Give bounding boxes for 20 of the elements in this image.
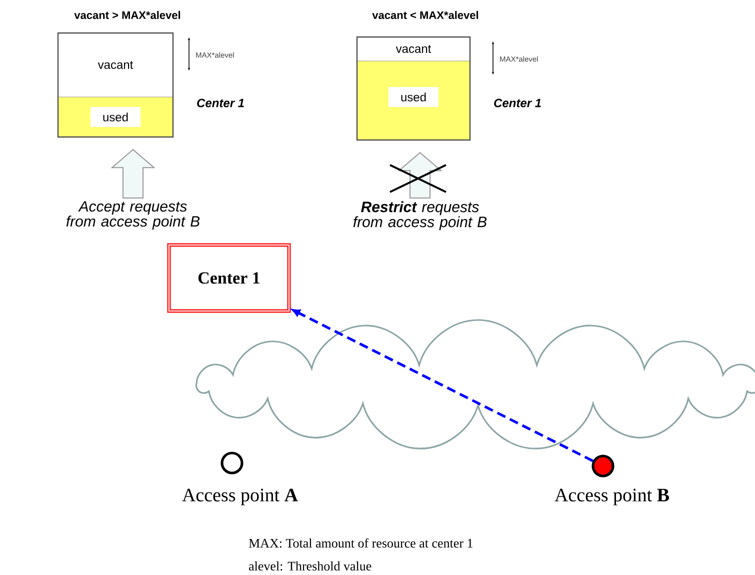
node-label: used [401,92,426,102]
access-point-label: Access point A [182,488,298,506]
box-caption: Center 1 [197,98,244,108]
block-arrow [398,152,442,198]
node-label: vacant [98,61,134,69]
request-note: Restrict requests from access point B [353,201,487,230]
definition-note: MAX: Total amount of resource at center 1 [248,538,472,548]
node-label: used [103,112,128,122]
block-arrow [110,148,156,198]
request-note: Accept requests from access point B [66,201,200,230]
condition-heading: vacant < MAX*alevel [372,10,478,20]
condition-heading: vacant > MAX*alevel [74,10,180,20]
access-point-label: Access point B [554,488,669,506]
resource-box: vacant used [356,36,471,141]
box-caption: Center 1 [494,98,541,108]
resource-box: vacant used [57,32,174,138]
node-label: vacant [396,45,432,53]
dashed-arrow [292,309,594,462]
center-box: Center 1 [167,243,291,313]
definition-note: alevel: Threshold value [249,561,372,571]
